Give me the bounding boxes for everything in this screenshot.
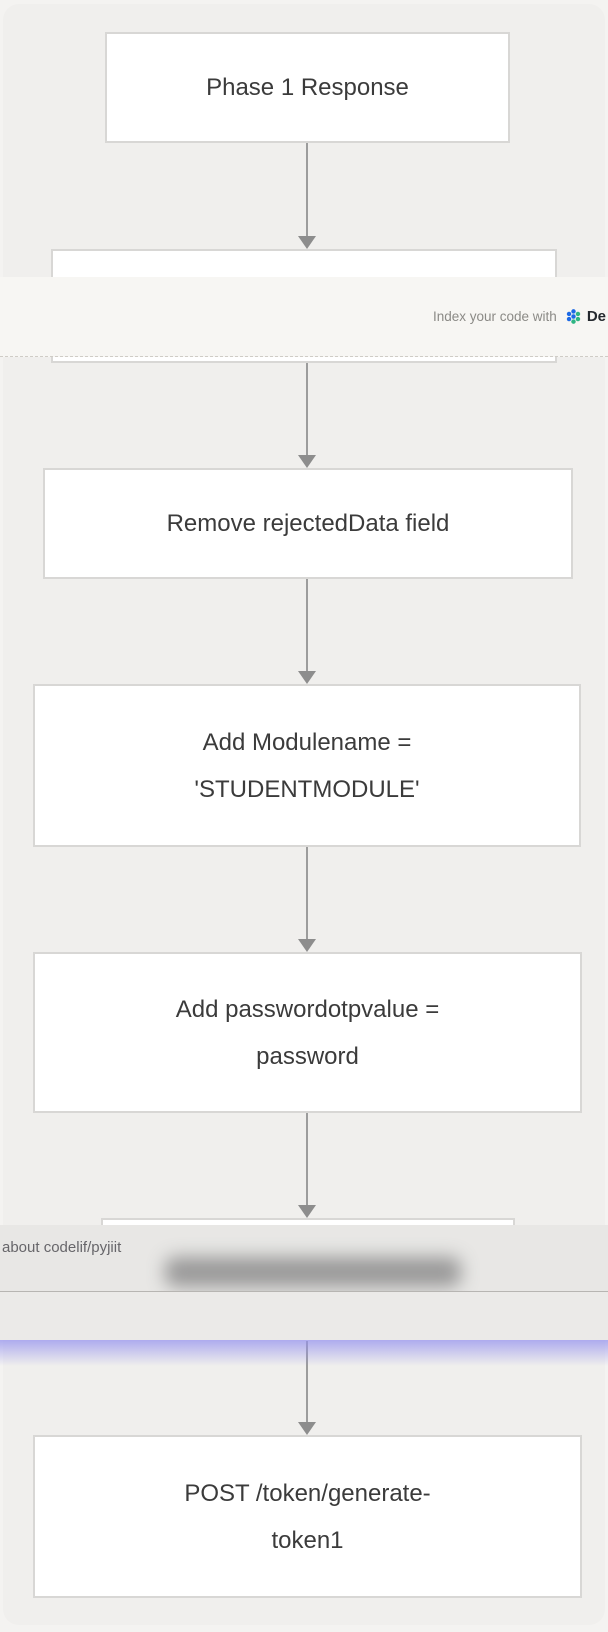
node-label-line2: 'STUDENTMODULE' [194, 775, 420, 803]
node-label-line1: Add passwordotpvalue = [175, 995, 440, 1023]
arrowhead-icon [298, 1205, 316, 1218]
flow-arrow [298, 143, 316, 249]
node-label-line2: token1 [271, 1526, 344, 1554]
askbar-accent-glow [0, 1340, 608, 1366]
ask-about-label: about codelif/pyjiit [2, 1239, 122, 1256]
deepwiki-index-banner[interactable]: Index your code with De [0, 277, 608, 357]
flow-node-remove-rejecteddata: Remove rejectedData field [43, 468, 573, 579]
diagram-panel: Phase 1 Response Remove rejectedData fie… [3, 4, 605, 1625]
askbar-divider [0, 1291, 608, 1292]
flow-node-phase1-response: Phase 1 Response [105, 32, 510, 143]
flow-node-post-generate-token: POST /token/generate- token1 [33, 1435, 582, 1598]
arrowhead-icon [298, 1422, 316, 1435]
askbar-input-area[interactable] [0, 1292, 608, 1340]
arrowhead-icon [298, 455, 316, 468]
ask-about-bar[interactable]: about codelif/pyjiit [0, 1225, 608, 1340]
flow-arrow [298, 579, 316, 684]
node-label: Phase 1 Response [206, 74, 409, 101]
deepwiki-dots-icon [566, 309, 581, 324]
flow-arrow [298, 1113, 316, 1218]
node-label: Remove rejectedData field [166, 510, 450, 537]
deepwiki-brand-label: De [586, 308, 606, 325]
arrowhead-icon [298, 939, 316, 952]
banner-text: Index your code with [432, 309, 557, 324]
flow-node-add-modulename: Add Modulename = 'STUDENTMODULE' [33, 684, 581, 847]
blurred-node-text [165, 1257, 461, 1287]
flow-arrow [298, 1341, 316, 1435]
node-label-line2: password [256, 1042, 359, 1070]
flow-node-add-passwordotp: Add passwordotpvalue = password [33, 952, 582, 1113]
node-label-line1: POST /token/generate- [184, 1479, 431, 1507]
arrowhead-icon [298, 671, 316, 684]
flow-arrow [298, 363, 316, 468]
arrowhead-icon [298, 236, 316, 249]
node-label-line1: Add Modulename = [202, 728, 412, 756]
flow-arrow [298, 847, 316, 952]
